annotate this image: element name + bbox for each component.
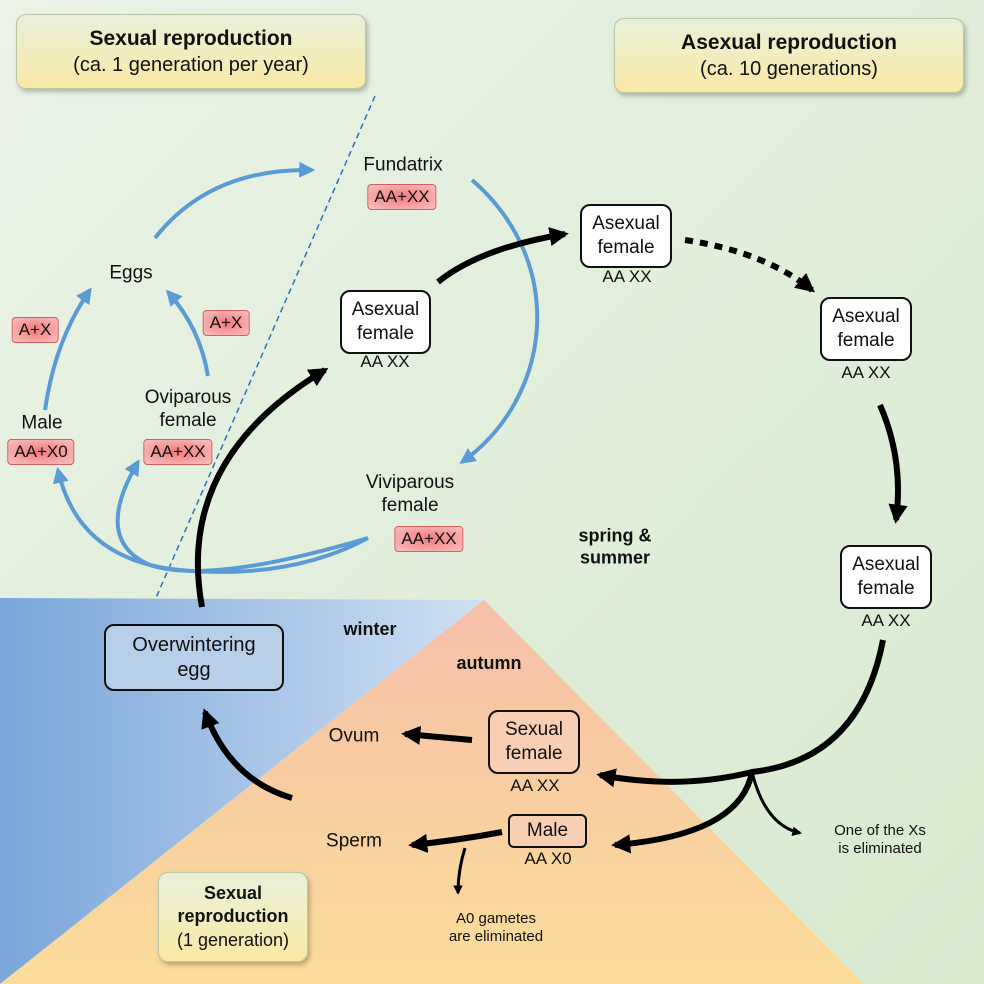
arrow-asexual-3-to-4 — [877, 403, 908, 524]
sexual-female-line2: female — [505, 743, 563, 764]
sexual-female-line1: Sexual — [504, 719, 564, 741]
arrow-x-eliminated — [750, 771, 802, 836]
x-eliminated-line1: One of the Xs — [834, 822, 926, 839]
header-bottom-line1: Sexual — [203, 882, 263, 903]
sperm-label: Sperm — [326, 830, 382, 852]
arrow-to-autumn-male — [611, 771, 755, 854]
season-spring-summer: spring & summer — [578, 525, 651, 568]
oviparous-female-karyotype: AA+XX — [143, 439, 213, 465]
oviparous-line1: Oviparous — [144, 387, 232, 409]
asexual-female-box-1: Asexual female — [340, 290, 431, 354]
arrow-oviparous-to-eggs — [165, 289, 210, 377]
autumn-male-label: Male — [526, 820, 569, 842]
male-karyotype: AA+X0 — [7, 439, 75, 465]
season-spring-line1: spring & — [578, 525, 652, 546]
asexual-female-4-karyotype: AA XX — [861, 610, 911, 630]
arrow-asexual-2-to-3 — [684, 237, 815, 293]
arrow-sexual-female-to-ovum — [401, 725, 473, 745]
male-gamete-karyotype: A+X — [11, 317, 59, 343]
asexual-female-box-3: Asexual female — [820, 297, 912, 361]
female-gamete-karyotype: A+X — [202, 310, 250, 336]
overwintering-egg-line1: Overwintering — [132, 633, 256, 656]
a0-eliminated-note: A0 gametes are eliminated — [449, 910, 543, 946]
arrow-gametes-to-egg — [201, 708, 293, 801]
autumn-male-karyotype: AA X0 — [524, 848, 572, 868]
viviparous-line2: female — [381, 495, 439, 516]
winter-region — [0, 598, 484, 984]
asexual-female-3-karyotype: AA XX — [841, 362, 891, 382]
overwintering-egg-box: Overwintering egg — [104, 624, 284, 691]
asexual-female-1-line2: female — [356, 323, 415, 344]
asexual-female-box-4: Asexual female — [840, 545, 932, 609]
season-divider-line — [154, 95, 376, 601]
season-winter: winter — [343, 619, 397, 640]
header-sexual-subtitle: (ca. 1 generation per year) — [73, 54, 309, 77]
overwintering-egg-line2: egg — [177, 658, 211, 681]
header-bottom-line2: reproduction — [177, 906, 289, 927]
header-sexual-reproduction-bottom: Sexual reproduction (1 generation) — [158, 872, 308, 962]
ovum-label: Ovum — [328, 725, 380, 747]
arrow-male-to-eggs — [43, 287, 92, 411]
header-asexual-subtitle: (ca. 10 generations) — [700, 58, 878, 81]
arrow-asexual-4-to-sexual-female — [596, 639, 886, 788]
sexual-female-box: Sexual female — [488, 710, 580, 774]
male-label: Male — [21, 412, 63, 434]
arrow-a0-eliminated — [453, 847, 467, 895]
season-spring-line2: summer — [579, 547, 651, 567]
header-sexual-title: Sexual reproduction — [89, 26, 293, 50]
oviparous-female-label: Oviparous female — [145, 387, 232, 433]
arrow-asexual-1-to-2 — [436, 227, 569, 285]
header-sexual-reproduction: Sexual reproduction (ca. 1 generation pe… — [16, 14, 366, 89]
fundatrix-label: Fundatrix — [363, 154, 443, 176]
arrow-viviparous-to-oviparous — [115, 459, 369, 573]
arrow-eggs-to-fundatrix — [153, 161, 316, 240]
arrow-male-to-sperm — [408, 829, 503, 853]
fundatrix-karyotype: AA+XX — [367, 184, 437, 210]
asexual-female-3-line1: Asexual — [832, 306, 900, 328]
eggs-label: Eggs — [109, 262, 153, 284]
a0-eliminated-line2: are eliminated — [448, 928, 544, 945]
asexual-female-box-2: Asexual female — [580, 204, 672, 268]
asexual-female-4-line1: Asexual — [852, 554, 920, 576]
autumn-male-box: Male — [508, 814, 587, 848]
asexual-female-1-line1: Asexual — [351, 299, 420, 321]
header-bottom-line3: (1 generation) — [176, 929, 290, 950]
asexual-female-4-line2: female — [857, 578, 915, 599]
viviparous-female-karyotype: AA+XX — [394, 526, 464, 552]
arrow-egg-to-asexual — [194, 367, 329, 608]
viviparous-female-label: Viviparous female — [366, 472, 454, 518]
asexual-female-2-karyotype: AA XX — [602, 266, 652, 286]
header-asexual-title: Asexual reproduction — [681, 30, 897, 54]
oviparous-line2: female — [159, 410, 217, 431]
asexual-female-1-karyotype: AA XX — [360, 351, 410, 371]
sexual-female-karyotype: AA XX — [510, 775, 560, 795]
a0-eliminated-line1: A0 gametes — [455, 910, 537, 927]
asexual-female-3-line2: female — [837, 330, 895, 351]
asexual-female-2-line2: female — [597, 237, 655, 258]
asexual-female-2-line1: Asexual — [592, 213, 660, 235]
x-eliminated-line2: is eliminated — [838, 840, 922, 857]
arrow-fundatrix-to-viviparous — [459, 178, 540, 464]
header-asexual-reproduction: Asexual reproduction (ca. 10 generations… — [614, 18, 964, 93]
viviparous-line1: Viviparous — [365, 472, 455, 494]
season-autumn: autumn — [456, 653, 522, 674]
x-eliminated-note: One of the Xs is eliminated — [834, 822, 926, 858]
